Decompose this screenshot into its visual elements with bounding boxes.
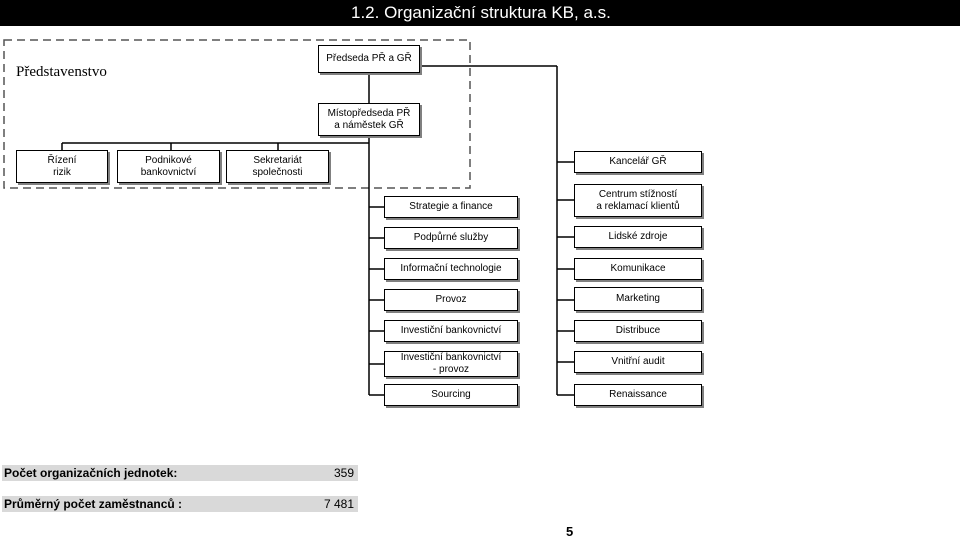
- board-label: Představenstvo: [16, 64, 107, 80]
- vice-chairman-box: Místopředseda PŘ a náměstek GŘ: [318, 103, 420, 136]
- stat-value: 7 481: [323, 497, 354, 511]
- center-unit-operations: Provoz: [384, 289, 518, 311]
- right-unit-ceo-office: Kancelář GŘ: [574, 151, 702, 173]
- center-unit-sourcing: Sourcing: [384, 384, 518, 406]
- center-unit-support: Podpůrné služby: [384, 227, 518, 249]
- page-title: 1.2. Organizační struktura KB, a.s.: [351, 3, 611, 22]
- stat-row-employees: Průměrný počet zaměstnanců : 7 481: [2, 496, 358, 512]
- right-unit-communication: Komunikace: [574, 258, 702, 280]
- right-unit-internal-audit: Vnitřní audit: [574, 351, 702, 373]
- right-unit-hr: Lidské zdroje: [574, 226, 702, 248]
- right-unit-complaints: Centrum stížností a reklamací klientů: [574, 184, 702, 217]
- chairman-box: Předseda PŘ a GŘ: [318, 45, 420, 73]
- stat-row-units: Počet organizačních jednotek: 359: [2, 465, 358, 481]
- board-unit-corporate-banking: Podnikové bankovnictví: [117, 150, 220, 183]
- right-unit-distribution: Distribuce: [574, 320, 702, 342]
- board-boundary: [3, 39, 471, 189]
- stat-label: Průměrný počet zaměstnanců :: [4, 497, 183, 511]
- board-unit-secretariat: Sekretariát společnosti: [226, 150, 329, 183]
- center-unit-it: Informační technologie: [384, 258, 518, 280]
- center-unit-strategy: Strategie a finance: [384, 196, 518, 218]
- right-unit-marketing: Marketing: [574, 287, 702, 311]
- page-number: 5: [566, 524, 574, 539]
- board-unit-risk: Řízení rizik: [16, 150, 108, 183]
- title-bar: 1.2. Organizační struktura KB, a.s.: [0, 0, 960, 26]
- stat-value: 359: [333, 466, 354, 480]
- center-unit-investment-banking-ops: Investiční bankovnictví - provoz: [384, 351, 518, 377]
- center-unit-investment-banking: Investiční bankovnictví: [384, 320, 518, 342]
- right-unit-renaissance: Renaissance: [574, 384, 702, 406]
- stat-label: Počet organizačních jednotek:: [4, 466, 178, 480]
